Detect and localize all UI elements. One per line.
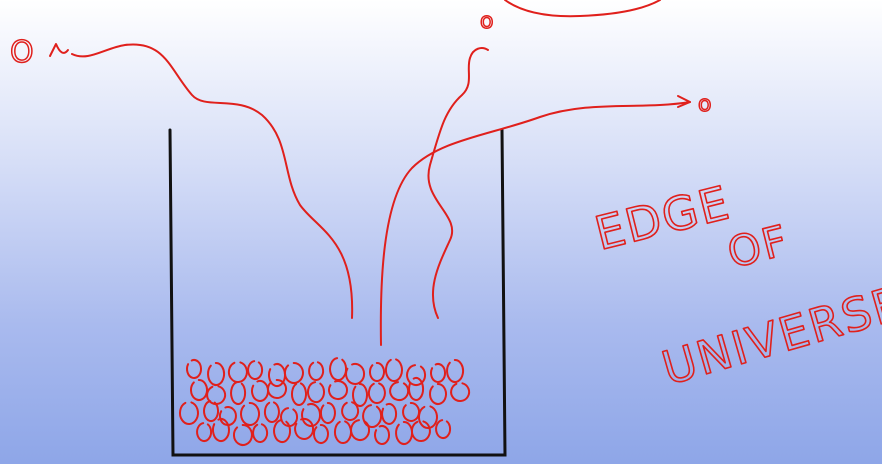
molecule bbox=[265, 402, 279, 422]
molecule bbox=[409, 378, 423, 400]
molecule bbox=[403, 403, 419, 421]
molecule bbox=[369, 383, 385, 403]
molecule bbox=[285, 363, 303, 383]
arrow-head-right bbox=[678, 96, 690, 107]
escape-path-left bbox=[72, 44, 352, 318]
molecule bbox=[308, 382, 324, 402]
molecule bbox=[431, 364, 445, 382]
molecule bbox=[252, 381, 268, 401]
molecule bbox=[314, 425, 328, 443]
molecule-left-label: O bbox=[10, 35, 34, 70]
molecule bbox=[386, 359, 402, 381]
molecule bbox=[197, 423, 211, 441]
molecule bbox=[447, 360, 463, 382]
molecule bbox=[180, 402, 198, 424]
molecule bbox=[292, 383, 306, 405]
molecule bbox=[234, 425, 252, 445]
container bbox=[170, 130, 505, 455]
molecule-right-label: o bbox=[698, 92, 711, 117]
molecule bbox=[451, 383, 469, 401]
annotation-line-1: EDGE bbox=[590, 175, 736, 261]
molecule bbox=[204, 401, 218, 421]
molecule bbox=[191, 380, 207, 400]
molecule bbox=[335, 421, 351, 443]
top-arc bbox=[505, 0, 660, 16]
escape-path-right bbox=[428, 48, 488, 318]
molecule bbox=[375, 426, 389, 444]
molecule bbox=[436, 420, 450, 438]
molecule-left-tail bbox=[50, 44, 68, 56]
molecule bbox=[229, 362, 247, 382]
molecule bbox=[396, 422, 412, 444]
molecule bbox=[351, 420, 369, 440]
molecule bbox=[281, 408, 297, 426]
molecule bbox=[248, 361, 262, 379]
molecule bbox=[253, 424, 267, 442]
molecule-cluster bbox=[180, 358, 469, 445]
annotation-edge: EDGE bbox=[590, 175, 736, 261]
molecule bbox=[430, 384, 446, 404]
molecule bbox=[390, 382, 408, 400]
molecule bbox=[329, 381, 347, 399]
molecule bbox=[370, 363, 384, 381]
molecule bbox=[241, 403, 259, 425]
molecule bbox=[342, 402, 358, 420]
molecule bbox=[346, 364, 364, 384]
annotation-universe: UNIVERSE bbox=[656, 275, 882, 395]
molecule bbox=[330, 358, 346, 380]
molecule-top-label: o bbox=[480, 9, 493, 34]
molecule bbox=[187, 360, 201, 378]
molecule bbox=[321, 403, 335, 423]
molecule bbox=[268, 380, 286, 398]
molecule bbox=[274, 420, 290, 442]
molecule bbox=[382, 404, 396, 424]
molecule bbox=[309, 362, 323, 380]
molecule bbox=[208, 363, 224, 385]
annotation-line-3: UNIVERSE bbox=[656, 275, 882, 395]
molecule bbox=[231, 382, 245, 404]
